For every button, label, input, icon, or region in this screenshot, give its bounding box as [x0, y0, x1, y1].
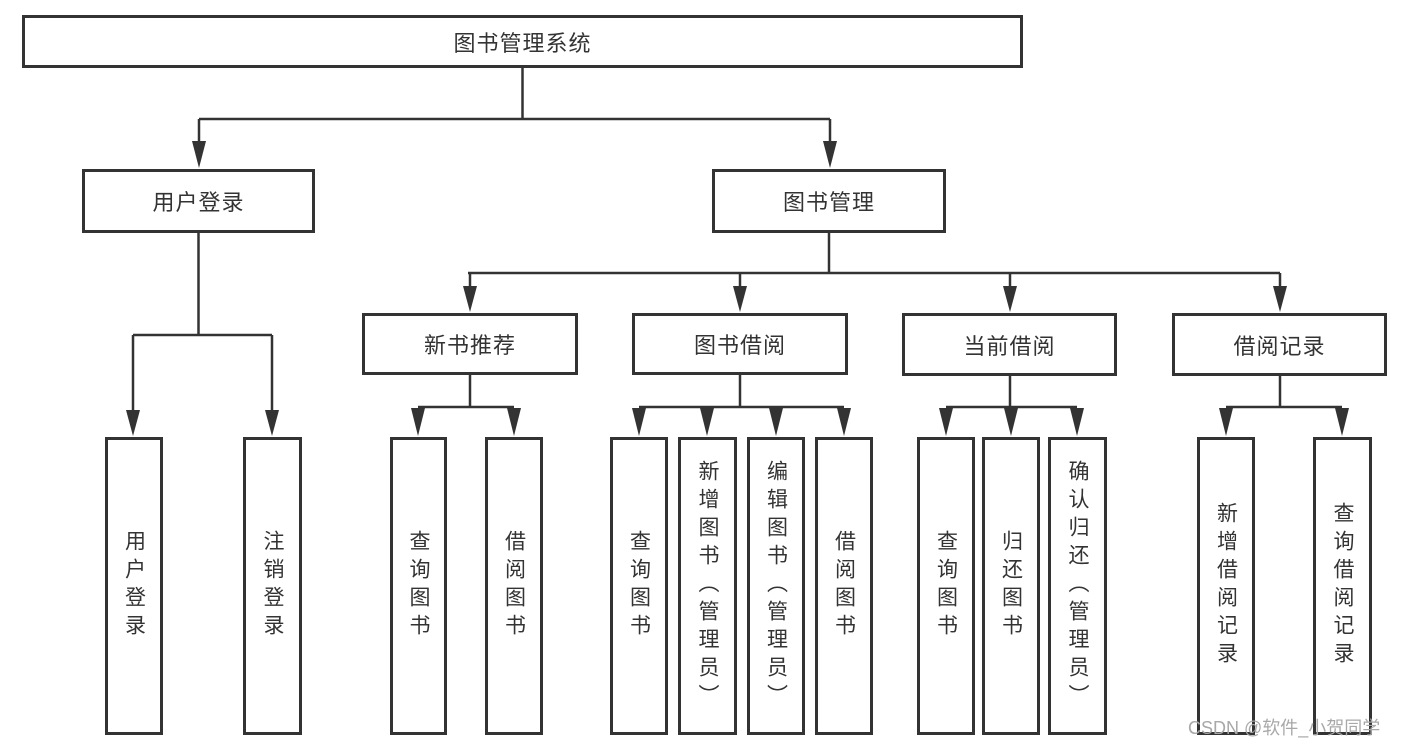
- arrowhead: [1070, 408, 1084, 436]
- connector-root-to-level2: [197, 68, 832, 143]
- arrowhead: [411, 408, 425, 436]
- arrowhead: [823, 141, 837, 168]
- leaf-borrow-books: 借阅图书: [815, 437, 873, 735]
- leaf-user-login-label: 用户登录: [122, 530, 146, 642]
- leaf-return-books: 归还图书: [982, 437, 1040, 735]
- arrowhead: [632, 408, 646, 436]
- leaf-query-books-borrow-label: 查询图书: [627, 530, 651, 642]
- arrowhead: [733, 286, 747, 312]
- leaf-add-books-admin: 新增图书（管理员）: [678, 437, 737, 735]
- connector-book-management-to-level3: [468, 233, 1282, 288]
- root-box: 图书管理系统: [22, 15, 1023, 68]
- leaf-query-books-borrow: 查询图书: [610, 437, 668, 735]
- leaf-borrow-books-label: 借阅图书: [832, 530, 856, 642]
- leaf-query-borrow-record: 查询借阅记录: [1313, 437, 1372, 735]
- book-management-box: 图书管理: [712, 169, 946, 233]
- arrowhead: [1004, 408, 1018, 436]
- leaf-confirm-return-admin: 确认归还（管理员）: [1048, 437, 1107, 735]
- leaf-user-login: 用户登录: [105, 437, 163, 735]
- leaf-logout-login: 注销登录: [243, 437, 302, 735]
- leaf-return-books-label: 归还图书: [999, 530, 1023, 642]
- leaf-confirm-return-admin-label: 确认归还（管理员）: [1066, 460, 1089, 712]
- arrowhead: [700, 408, 714, 436]
- current-borrow-box: 当前借阅: [902, 313, 1117, 376]
- connector-current-borrow-to-leaves: [946, 376, 1077, 409]
- arrowhead: [1003, 286, 1017, 312]
- leaf-logout-login-label: 注销登录: [261, 530, 284, 642]
- connector-user-login-to-leaves: [131, 233, 274, 412]
- connector-borrow-records-to-leaves: [1226, 376, 1342, 409]
- arrowhead: [507, 408, 521, 436]
- new-book-recommend-box: 新书推荐: [362, 313, 578, 375]
- arrowhead: [1335, 408, 1349, 436]
- user-login-label: 用户登录: [152, 190, 245, 215]
- leaf-query-books-current-label: 查询图书: [934, 530, 958, 642]
- leaf-add-borrow-record-label: 新增借阅记录: [1214, 502, 1238, 670]
- book-borrow-label: 图书借阅: [693, 333, 786, 358]
- leaf-edit-books-admin-label: 编辑图书（管理员）: [764, 460, 788, 712]
- arrowhead: [939, 408, 953, 436]
- leaf-borrow-books-recommend-label: 借阅图书: [502, 530, 526, 642]
- current-borrow-label: 当前借阅: [963, 333, 1056, 359]
- leaf-add-borrow-record: 新增借阅记录: [1197, 437, 1255, 735]
- arrowhead: [769, 408, 783, 436]
- connector-new-book-recommend-to-leaves: [418, 375, 514, 409]
- new-book-recommend-label: 新书推荐: [423, 333, 516, 358]
- leaf-edit-books-admin: 编辑图书（管理员）: [747, 437, 805, 735]
- root-label: 图书管理系统: [453, 30, 592, 56]
- user-login-box: 用户登录: [82, 169, 315, 233]
- leaf-query-books-recommend: 查询图书: [390, 437, 447, 735]
- arrowhead: [1273, 286, 1287, 312]
- arrowhead: [192, 141, 206, 168]
- watermark: CSDN @软件_小贺同学: [1188, 718, 1381, 738]
- borrow-records-box: 借阅记录: [1172, 313, 1387, 376]
- arrowhead: [126, 410, 140, 436]
- leaf-query-borrow-record-label: 查询借阅记录: [1331, 502, 1354, 670]
- arrowhead: [463, 286, 477, 312]
- borrow-records-label: 借阅记录: [1233, 333, 1326, 359]
- arrowhead: [837, 408, 851, 436]
- arrowhead: [1219, 408, 1233, 436]
- connector-book-borrow-to-leaves: [639, 375, 844, 409]
- leaf-query-books-current: 查询图书: [917, 437, 975, 735]
- leaf-query-books-recommend-label: 查询图书: [407, 530, 430, 642]
- leaf-add-books-admin-label: 新增图书（管理员）: [696, 460, 719, 712]
- book-management-label: 图书管理: [782, 190, 875, 215]
- leaf-borrow-books-recommend: 借阅图书: [485, 437, 543, 735]
- arrowhead: [265, 410, 279, 436]
- book-borrow-box: 图书借阅: [632, 313, 848, 375]
